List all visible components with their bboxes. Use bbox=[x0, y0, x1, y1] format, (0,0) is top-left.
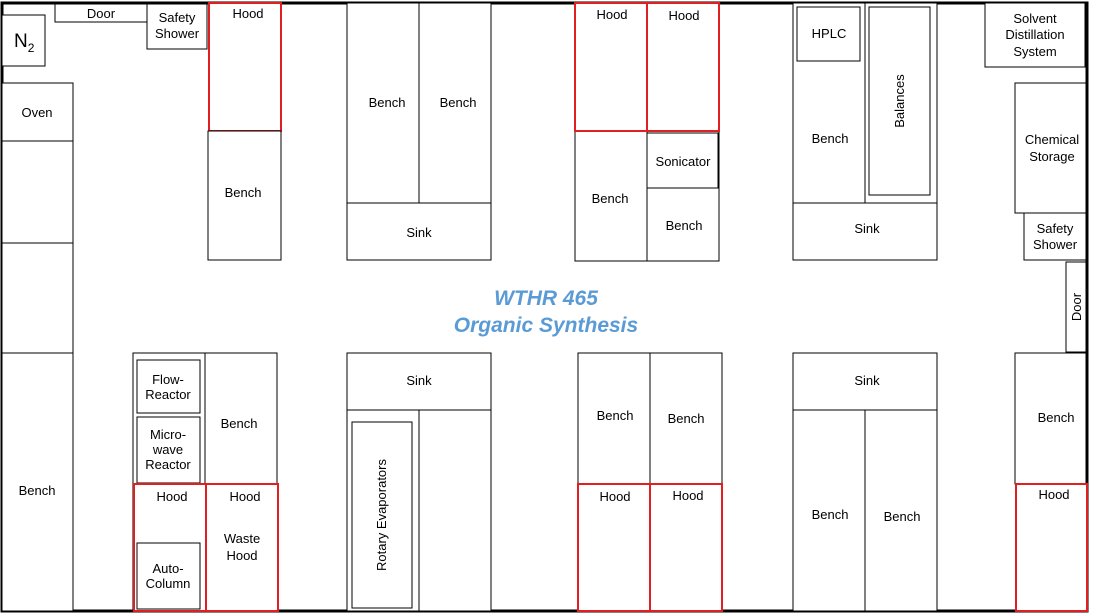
solvent-distillation-system: Solvent Distillation System bbox=[984, 2, 1086, 68]
room-title-line1: WTHR 465 bbox=[494, 287, 598, 310]
safety-shower-top: Safety Shower bbox=[146, 3, 208, 50]
bench-bottom-3b: Bench bbox=[649, 352, 723, 485]
door-top-label: Door bbox=[87, 6, 116, 21]
door-right: Door bbox=[1065, 261, 1087, 353]
chemical-storage-line1: Chemical bbox=[1025, 132, 1079, 147]
left-cabinet-1 bbox=[1, 140, 74, 244]
sink-top-2: Sink bbox=[346, 202, 492, 261]
sink-top-4-label: Sink bbox=[854, 221, 880, 236]
safety-shower-right-line2: Shower bbox=[1033, 237, 1078, 252]
bench-top-4-label: Bench bbox=[812, 131, 849, 146]
hood-bottom-3b-label: Hood bbox=[672, 488, 703, 503]
bench-bottom-4b: Bench bbox=[864, 409, 938, 612]
bench-top-2b: Bench bbox=[418, 2, 492, 204]
microwave-reactor: Micro- wave Reactor bbox=[136, 416, 201, 484]
hood-right-wall: Hood bbox=[1015, 483, 1088, 612]
hood-top-3a: Hood bbox=[574, 2, 648, 132]
bench-top-3b-label: Bench bbox=[666, 218, 703, 233]
waste-hood-line2: Hood bbox=[226, 548, 257, 563]
bench-top-3a-label: Bench bbox=[592, 191, 629, 206]
bench-top-1: Bench bbox=[207, 130, 282, 261]
bench-right-wall: Bench bbox=[1014, 352, 1087, 485]
sink-bottom-4-label: Sink bbox=[854, 373, 880, 388]
bench-bottom-1-label: Bench bbox=[221, 416, 258, 431]
sonicator-label: Sonicator bbox=[656, 154, 712, 169]
hood-bottom-3a: Hood bbox=[577, 483, 651, 612]
door-top: Door bbox=[54, 3, 148, 23]
bench-bottom-4a: Bench bbox=[792, 409, 866, 612]
bench-top-2a: Bench bbox=[346, 2, 420, 204]
n2-subscript: 2 bbox=[28, 41, 35, 55]
sink-bottom-4: Sink bbox=[792, 352, 938, 411]
microwave-reactor-line2: wave bbox=[152, 442, 183, 457]
bench-bottom-4b-label: Bench bbox=[884, 509, 921, 524]
hood-right-wall-label: Hood bbox=[1038, 487, 1069, 502]
bench-top-1-label: Bench bbox=[225, 185, 262, 200]
hood-top-3a-label: Hood bbox=[596, 7, 627, 22]
hood-top-1-label: Hood bbox=[232, 6, 263, 21]
bench-top-3a: Bench bbox=[574, 130, 648, 262]
bench-bottom-4a-label: Bench bbox=[812, 507, 849, 522]
hplc: HPLC bbox=[796, 6, 861, 62]
hood-bottom-1a-label: Hood bbox=[156, 489, 187, 504]
oven-label: Oven bbox=[21, 105, 52, 120]
sink-bottom-2: Sink bbox=[346, 352, 492, 411]
chemical-storage-line2: Storage bbox=[1029, 149, 1075, 164]
oven: Oven bbox=[1, 82, 74, 142]
hood-top-3b-label: Hood bbox=[668, 8, 699, 23]
bench-left-wall: Bench bbox=[1, 352, 74, 612]
waste-hood: Hood Waste Hood bbox=[205, 483, 279, 612]
bench-bottom-3a: Bench bbox=[577, 352, 651, 485]
safety-shower-right-line1: Safety bbox=[1037, 221, 1074, 236]
auto-column: Auto- Column bbox=[136, 542, 201, 610]
solvent-distillation-line1: Solvent bbox=[1013, 11, 1057, 26]
sonicator: Sonicator bbox=[646, 132, 719, 189]
bench-bottom-3a-label: Bench bbox=[597, 408, 634, 423]
bench-bottom-2b bbox=[418, 409, 492, 612]
rotary-evaporators: Rotary Evaporators bbox=[351, 421, 413, 609]
solvent-distillation-line2: Distillation bbox=[1005, 27, 1064, 42]
sink-bottom-2-label: Sink bbox=[406, 373, 432, 388]
rotary-evaporators-label: Rotary Evaporators bbox=[374, 459, 389, 571]
balances: Balances bbox=[868, 6, 931, 196]
hplc-label: HPLC bbox=[812, 26, 847, 41]
flow-reactor-line1: Flow- bbox=[152, 372, 184, 387]
hood-bottom-3b: Hood bbox=[649, 483, 723, 612]
bench-top-2b-label: Bench bbox=[440, 95, 477, 110]
door-right-label: Door bbox=[1069, 292, 1084, 321]
sink-top-2-label: Sink bbox=[406, 225, 432, 240]
waste-hood-line1: Waste bbox=[224, 531, 260, 546]
flow-reactor-line2: Reactor bbox=[145, 387, 191, 402]
safety-shower-right: Safety Shower bbox=[1023, 212, 1087, 261]
solvent-distillation-line3: System bbox=[1013, 44, 1056, 59]
bench-bottom-3b-label: Bench bbox=[668, 411, 705, 426]
hood-top-3b: Hood bbox=[646, 2, 720, 132]
bench-top-2a-label: Bench bbox=[369, 95, 406, 110]
safety-shower-top-line2: Shower bbox=[155, 26, 200, 41]
room-title-line2: Organic Synthesis bbox=[454, 314, 638, 337]
left-cabinet-2 bbox=[1, 242, 74, 354]
bench-left-wall-label: Bench bbox=[19, 483, 56, 498]
bench-right-wall-label: Bench bbox=[1038, 410, 1075, 425]
microwave-reactor-line1: Micro- bbox=[150, 427, 186, 442]
safety-shower-top-line1: Safety bbox=[159, 10, 196, 25]
microwave-reactor-line3: Reactor bbox=[145, 457, 191, 472]
balances-label: Balances bbox=[892, 74, 907, 128]
chemical-storage: Chemical Storage bbox=[1014, 82, 1087, 214]
auto-column-line1: Auto- bbox=[152, 561, 183, 576]
bench-top-3b: Bench bbox=[646, 187, 720, 262]
n2-tank: N2 bbox=[1, 14, 46, 67]
flow-reactor: Flow- Reactor bbox=[136, 359, 201, 414]
hood-bottom-3a-label: Hood bbox=[599, 489, 630, 504]
hood-top-1: Hood bbox=[208, 2, 282, 132]
waste-hood-hood-label: Hood bbox=[229, 489, 260, 504]
n2-label: N bbox=[14, 31, 28, 52]
svg-text:N2: N2 bbox=[14, 31, 35, 55]
sink-top-4: Sink bbox=[792, 202, 938, 261]
auto-column-line2: Column bbox=[146, 576, 191, 591]
